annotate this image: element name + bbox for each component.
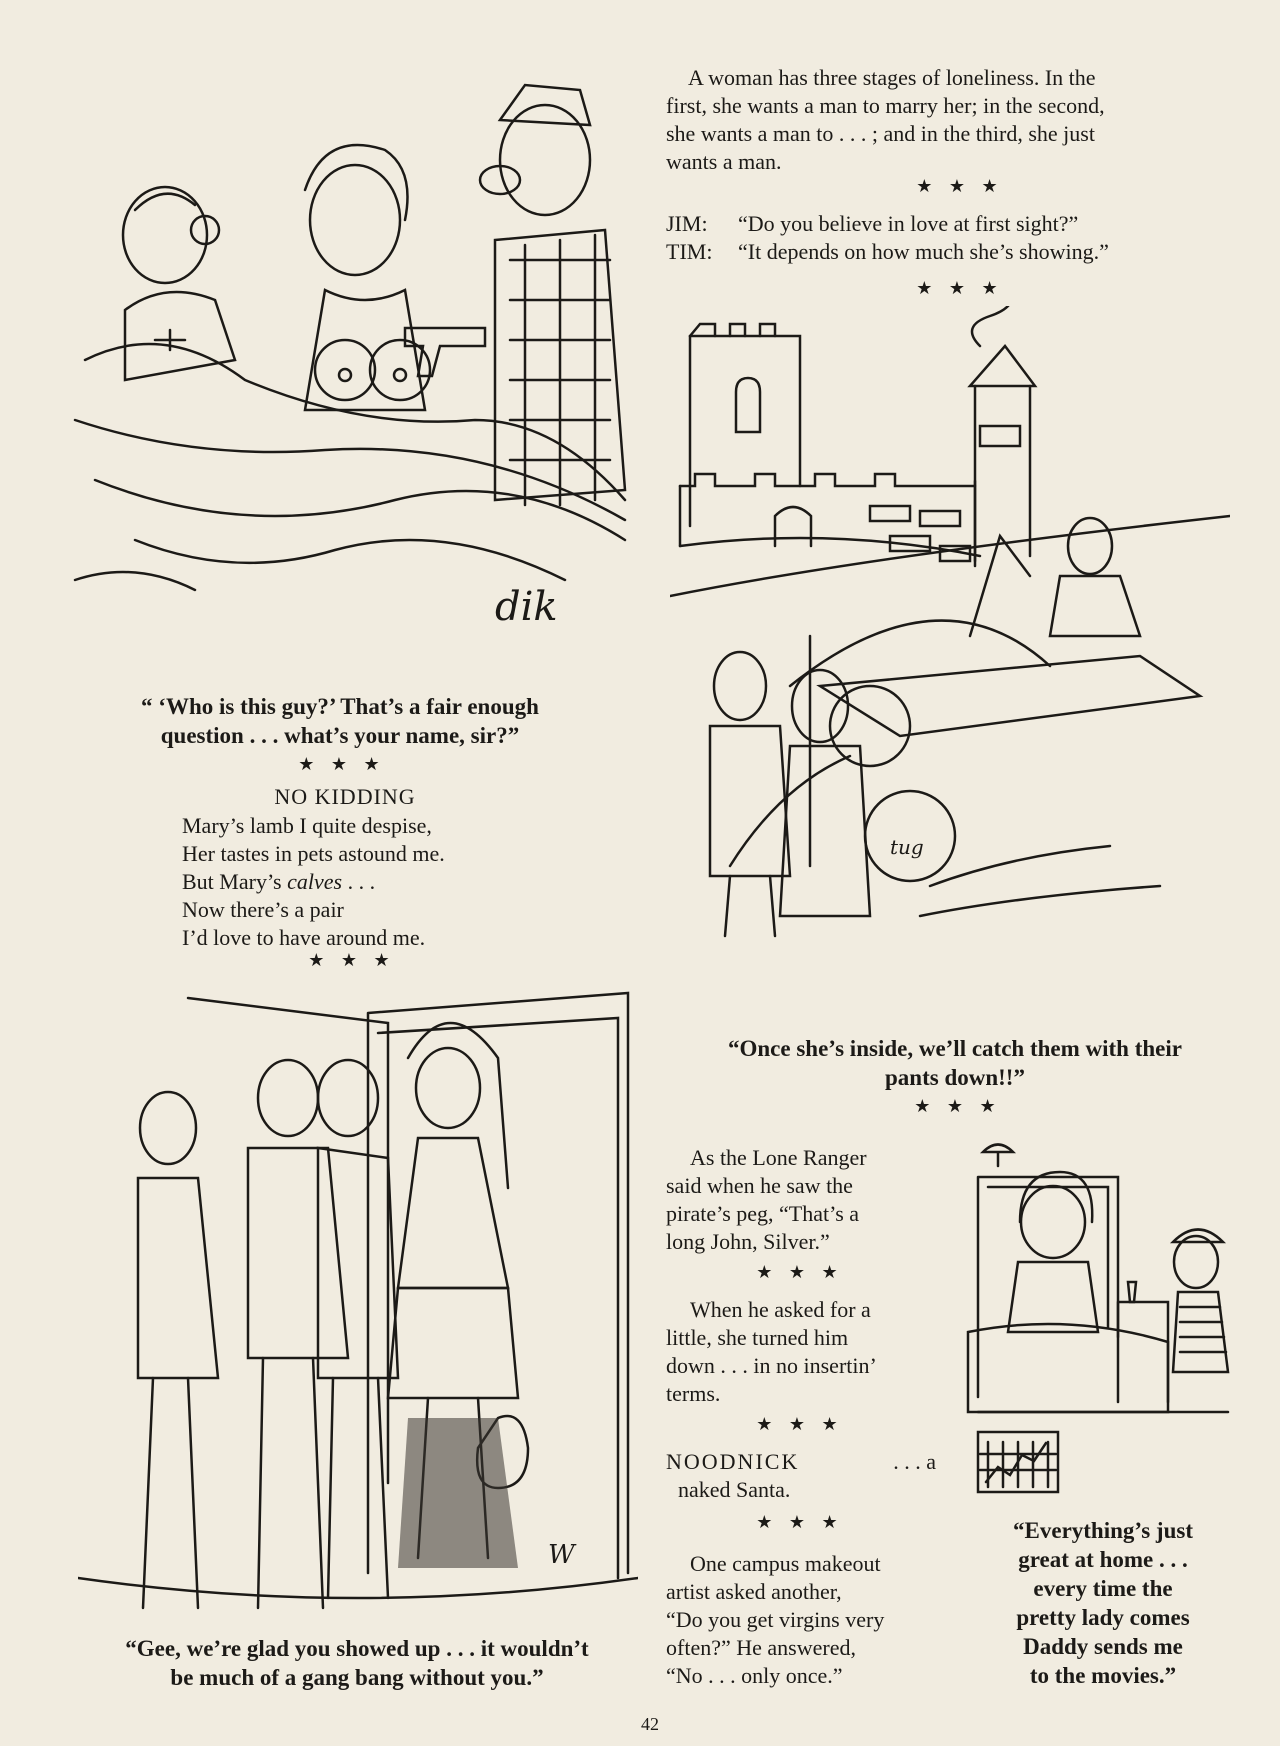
dialogue-line: “Do you believe in love at first sight?” bbox=[738, 211, 1079, 236]
lone-ranger-joke: As the Lone Ranger said when he saw the … bbox=[666, 1144, 936, 1256]
bedroom-cartoon: dik bbox=[55, 60, 645, 680]
poem: Mary’s lamb I quite despise, Her tastes … bbox=[182, 812, 562, 952]
separator-stars: ★ ★ ★ bbox=[308, 950, 396, 970]
poem-line-italic: calves bbox=[287, 869, 343, 894]
dialogue-joke: JIM: “Do you believe in love at first si… bbox=[666, 210, 1228, 266]
lone-ranger-line: pirate’s peg, “That’s a bbox=[666, 1201, 860, 1226]
separator-stars: ★ ★ ★ bbox=[756, 1512, 844, 1532]
hospital-cartoon bbox=[958, 1132, 1238, 1512]
insertin-line: When he asked for a bbox=[690, 1297, 871, 1322]
separator-stars: ★ ★ ★ bbox=[916, 278, 1004, 298]
doorway-caption-line: “Gee, we’re glad you showed up . . . it … bbox=[125, 1636, 589, 1661]
noodnick-joke: NOODNICK . . . a naked Santa. bbox=[666, 1448, 936, 1504]
separator-stars: ★ ★ ★ bbox=[756, 1262, 844, 1282]
poem-line: Her tastes in pets astound me. bbox=[182, 841, 445, 866]
dialogue-speaker: JIM: bbox=[666, 211, 708, 236]
separator-stars: ★ ★ ★ bbox=[298, 754, 386, 774]
poem-line: Mary’s lamb I quite despise, bbox=[182, 813, 432, 838]
castle-signature: tug bbox=[890, 835, 924, 859]
dialogue-line: “It depends on how much she’s showing.” bbox=[738, 239, 1109, 264]
hospital-caption-line: Daddy sends me bbox=[1023, 1634, 1183, 1659]
doorway-caption-line: be much of a gang bang without you.” bbox=[170, 1665, 544, 1690]
castle-cartoon: tug bbox=[668, 281, 1232, 1026]
noodnick-line: NOODNICK . . . a bbox=[666, 1448, 936, 1476]
loneliness-line: A woman has three stages of loneliness. … bbox=[688, 65, 1096, 90]
doorway-cartoon: W bbox=[76, 978, 640, 1626]
insertin-line: terms. bbox=[666, 1381, 721, 1406]
hospital-caption-line: great at home . . . bbox=[1018, 1547, 1188, 1572]
hospital-caption-line: “Everything’s just bbox=[1013, 1518, 1193, 1543]
loneliness-line: first, she wants a man to marry her; in … bbox=[666, 93, 1105, 118]
bedroom-cartoon-drawing: dik bbox=[73, 83, 627, 630]
lone-ranger-line: said when he saw the bbox=[666, 1173, 853, 1198]
bedroom-signature: dik bbox=[495, 584, 558, 630]
lone-ranger-line: As the Lone Ranger bbox=[690, 1145, 867, 1170]
noodnick-word: NOODNICK bbox=[666, 1449, 800, 1474]
hospital-caption-line: to the movies.” bbox=[1029, 1663, 1177, 1688]
bedroom-caption: “ ‘Who is this guy?’ That’s a fair enoug… bbox=[75, 692, 605, 750]
campus-joke: One campus makeout artist asked another,… bbox=[666, 1550, 936, 1690]
castle-caption-line: “Once she’s inside, we’ll catch them wit… bbox=[728, 1036, 1182, 1061]
castle-caption-line: pants down!!” bbox=[885, 1065, 1025, 1090]
bedroom-caption-line: question . . . what’s your name, sir?” bbox=[160, 723, 520, 748]
insertin-line: little, she turned him bbox=[666, 1325, 849, 1350]
campus-line: “Do you get virgins very bbox=[666, 1607, 885, 1632]
castle-caption: “Once she’s inside, we’ll catch them wit… bbox=[666, 1034, 1244, 1092]
campus-line: “No . . . only once.” bbox=[666, 1663, 843, 1688]
poem-line: I’d love to have around me. bbox=[182, 925, 426, 950]
castle-cartoon-drawing: tug bbox=[668, 281, 1232, 938]
hospital-caption-line: pretty lady comes bbox=[1016, 1605, 1190, 1630]
hospital-caption-line: every time the bbox=[1033, 1576, 1173, 1601]
separator-stars: ★ ★ ★ bbox=[916, 176, 1004, 196]
insertin-joke: When he asked for a little, she turned h… bbox=[666, 1296, 936, 1408]
insertin-line: down . . . in no insertin’ bbox=[666, 1353, 877, 1378]
noodnick-rest: . . . a bbox=[893, 1449, 936, 1474]
doorway-cartoon-drawing: W bbox=[76, 991, 640, 1610]
loneliness-line: she wants a man to . . . ; and in the th… bbox=[666, 121, 1095, 146]
loneliness-joke: A woman has three stages of loneliness. … bbox=[666, 64, 1228, 176]
dialogue-row: JIM: “Do you believe in love at first si… bbox=[666, 210, 1228, 238]
poem-title: NO KIDDING bbox=[274, 784, 416, 809]
hospital-cartoon-drawing bbox=[966, 1143, 1230, 1494]
doorway-caption: “Gee, we’re glad you showed up . . . it … bbox=[72, 1634, 642, 1692]
poem-line: But Mary’s calves . . . bbox=[182, 868, 562, 896]
page-number: 42 bbox=[641, 1714, 659, 1734]
separator-stars: ★ ★ ★ bbox=[914, 1096, 1002, 1116]
separator-stars: ★ ★ ★ bbox=[756, 1414, 844, 1434]
poem-line-prefix: But Mary’s bbox=[182, 869, 288, 894]
bedroom-caption-line: “ ‘Who is this guy?’ That’s a fair enoug… bbox=[141, 694, 539, 719]
campus-line: often?” He answered, bbox=[666, 1635, 856, 1660]
loneliness-line: wants a man. bbox=[666, 149, 782, 174]
poem-line: Now there’s a pair bbox=[182, 897, 344, 922]
campus-line: One campus makeout bbox=[690, 1551, 881, 1576]
poem-line-suffix: . . . bbox=[342, 869, 376, 894]
hospital-caption: “Everything’s just great at home . . . e… bbox=[968, 1516, 1238, 1690]
lone-ranger-line: long John, Silver.” bbox=[666, 1229, 830, 1254]
dialogue-speaker: TIM: bbox=[666, 239, 713, 264]
dialogue-row: TIM: “It depends on how much she’s showi… bbox=[666, 238, 1228, 266]
noodnick-line: naked Santa. bbox=[678, 1477, 791, 1502]
doorway-signature: W bbox=[548, 1540, 577, 1570]
campus-line: artist asked another, bbox=[666, 1579, 842, 1604]
